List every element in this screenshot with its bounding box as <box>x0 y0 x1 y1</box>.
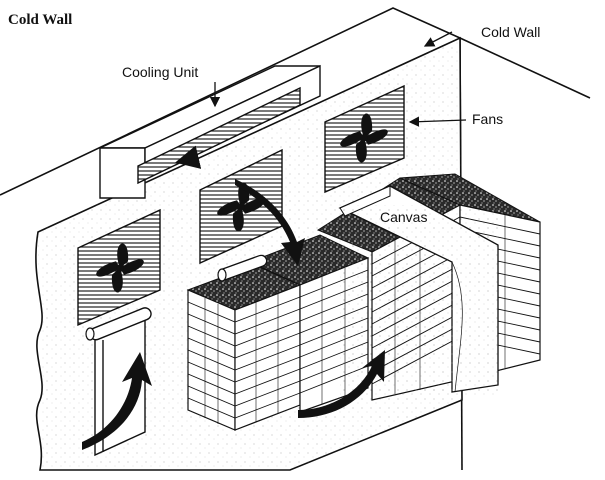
cooling-unit-airflow-arrow <box>175 145 202 169</box>
page-title: Cold Wall <box>8 12 72 28</box>
fan-icon <box>96 243 144 293</box>
label-leaders <box>209 31 467 127</box>
fan-right <box>324 84 405 194</box>
airflow-arrow-icon <box>235 179 305 266</box>
label-cold-wall: Cold Wall <box>481 24 540 40</box>
rolled-canvas-icon <box>85 307 152 341</box>
fan-icon <box>217 182 265 232</box>
pallet-stack-left <box>186 264 302 431</box>
canvas-roll <box>217 254 268 282</box>
airflow-arrow-icon <box>298 350 385 418</box>
label-fans: Fans <box>472 111 503 127</box>
label-cooling-unit: Cooling Unit <box>122 64 198 80</box>
fan-left <box>77 208 161 327</box>
fan-icon <box>340 113 388 163</box>
label-canvas: Canvas <box>380 209 427 225</box>
airflow-arrow-icon <box>82 352 152 450</box>
